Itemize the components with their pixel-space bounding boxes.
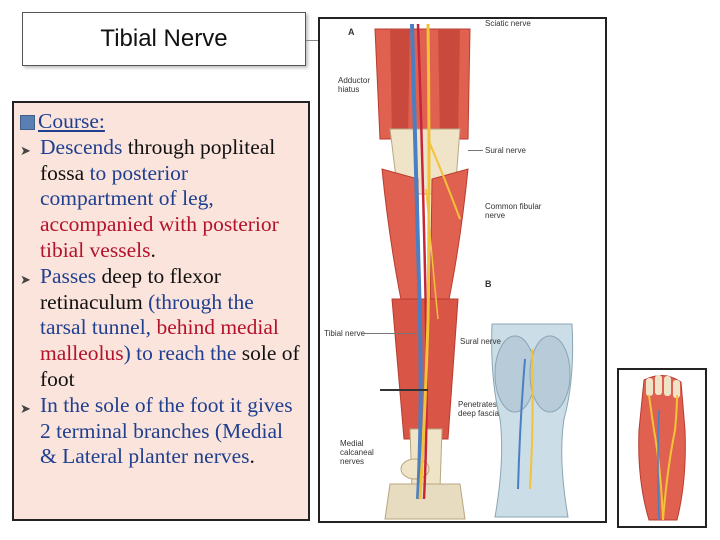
anatomy-figure: A B Sciatic nerve Adductor hiatus Sural … [318, 17, 607, 523]
label-sural-nerve: Sural nerve [485, 146, 526, 155]
text-segment: through popliteal fossa [40, 134, 276, 185]
label-sciatic-nerve: Sciatic nerve [485, 19, 531, 28]
label-adductor-hiatus: Adductor hiatus [338, 76, 371, 94]
panel-label-a: A [348, 27, 355, 37]
foot-sole-illustration [638, 375, 686, 521]
bullet-item: ➤ Passes deep to flexor retinaculum (thr… [20, 264, 304, 393]
text-segment: In the sole of the foot it gives 2 termi… [40, 392, 293, 443]
label-medial-calcaneal-nerves: Medial calcaneal nerves [340, 439, 374, 466]
text-segment: . [150, 237, 156, 262]
course-text-panel: Course: ➤ Descends through popliteal fos… [12, 101, 310, 521]
arrow-bullet-icon: ➤ [20, 271, 31, 287]
label-pointer [362, 333, 422, 334]
square-bullet-icon [20, 115, 35, 131]
text-segment: Passes [40, 263, 102, 288]
text-segment: deep to flexor retinaculum [40, 263, 221, 314]
label-tibial-nerve: Tibial nerve [324, 329, 366, 338]
label-common-fibular-nerve: Common fibular nerve [485, 202, 542, 220]
text-segment: behind medial malleolus [40, 315, 279, 366]
text-segment: Descends [40, 134, 128, 159]
label-penetrates-deep-fascia: Penetrates deep fascia [458, 400, 499, 418]
bullet-item: ➤ Descends through popliteal fossa to po… [20, 135, 304, 264]
text-segment: (through the tarsal tunnel, [40, 289, 254, 340]
text-segment: . [249, 444, 255, 469]
arrow-bullet-icon: ➤ [20, 400, 31, 416]
slide-title: Tibial Nerve [22, 12, 306, 66]
text-segment: ) to reach the [123, 341, 242, 366]
foot-sole-inset [617, 368, 707, 528]
leg-illustration [370, 23, 574, 520]
text-segment: to posterior compartment of leg, [40, 160, 214, 211]
text-segment: sole of foot [40, 341, 300, 391]
course-heading-row: Course: [20, 109, 304, 135]
label-pointer [468, 150, 483, 151]
arrow-bullet-icon: ➤ [20, 142, 31, 158]
text-segment: accompanied with posterior tibial vessel… [40, 212, 279, 262]
text-segment: (Medial & Lateral planter nerves [40, 418, 283, 469]
panel-label-b: B [485, 279, 492, 289]
bullet-item: ➤ In the sole of the foot it gives 2 ter… [20, 393, 304, 470]
course-heading: Course: [38, 109, 105, 133]
label-sural-nerve-b: Sural nerve [460, 337, 501, 346]
bullet-text: Descends through popliteal fossa to post… [40, 135, 304, 264]
bullet-text: In the sole of the foot it gives 2 termi… [40, 393, 304, 470]
decorative-line [306, 40, 320, 41]
bullet-text: Passes deep to flexor retinaculum (throu… [40, 264, 304, 393]
arrow-pointer [380, 389, 428, 391]
